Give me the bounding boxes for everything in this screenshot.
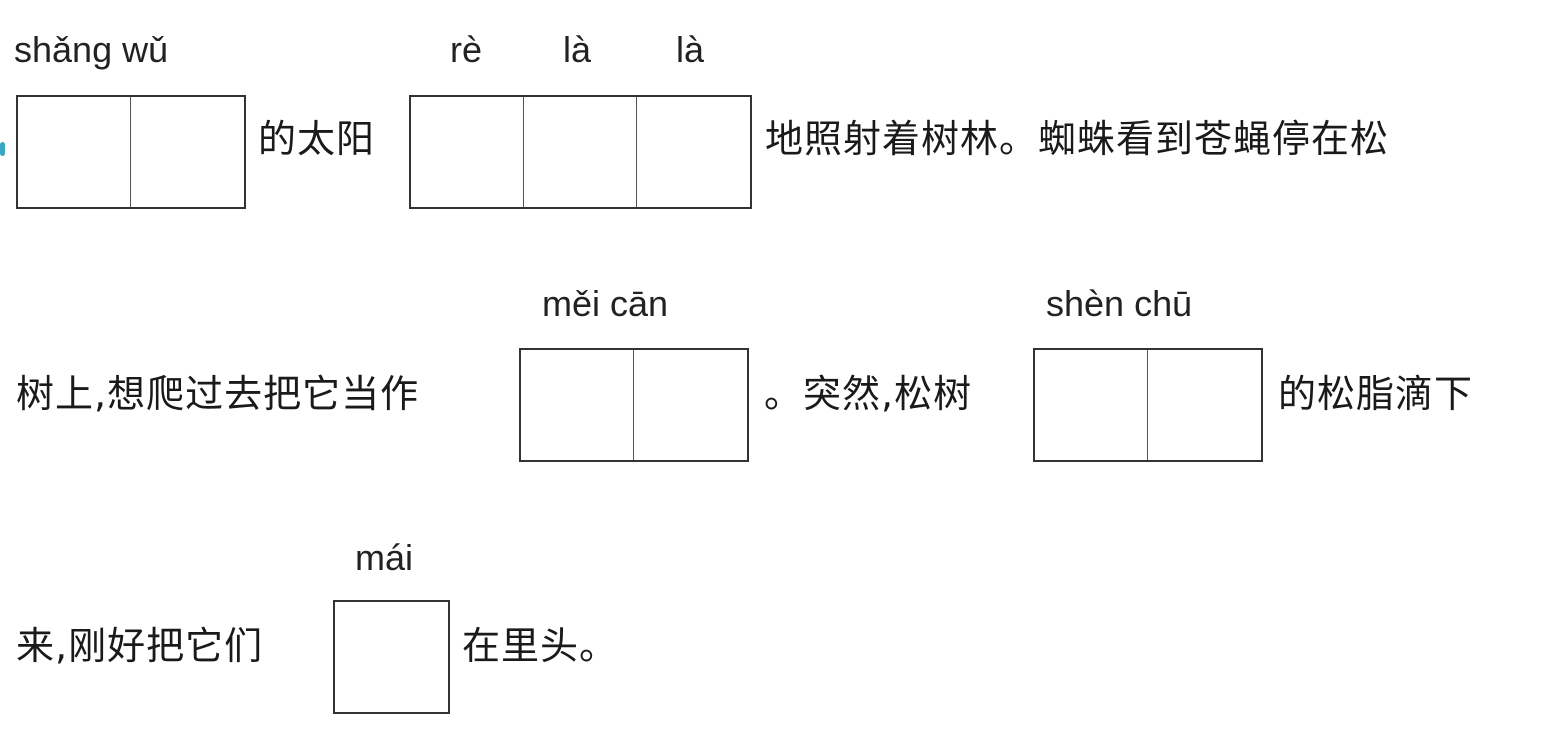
answer-cell[interactable] bbox=[524, 97, 637, 207]
pinyin-la-1: là bbox=[563, 29, 592, 70]
answer-box-meican[interactable] bbox=[519, 348, 749, 462]
answer-cell[interactable] bbox=[637, 97, 750, 207]
answer-box-mai[interactable] bbox=[333, 600, 450, 714]
answer-cell[interactable] bbox=[521, 350, 634, 460]
answer-cell[interactable] bbox=[411, 97, 524, 207]
answer-box-relala[interactable] bbox=[409, 95, 752, 209]
sentence-text: 来,刚好把它们 bbox=[16, 624, 264, 668]
sentence-text: 树上,想爬过去把它当作 bbox=[16, 372, 420, 416]
pinyin-mai: mái bbox=[355, 537, 414, 578]
pinyin-meican: měi cān bbox=[542, 283, 669, 324]
sentence-text: 地照射着树林。蜘蛛看到苍蝇停在松 bbox=[765, 117, 1390, 161]
answer-cell[interactable] bbox=[634, 350, 747, 460]
answer-box-shangwu[interactable] bbox=[16, 95, 246, 209]
sentence-text: 的松脂滴下 bbox=[1278, 372, 1474, 416]
answer-cell[interactable] bbox=[1035, 350, 1148, 460]
answer-cell[interactable] bbox=[18, 97, 131, 207]
pinyin-re: rè bbox=[450, 29, 483, 70]
sentence-text: 。突然,松树 bbox=[764, 372, 973, 416]
margin-mark bbox=[0, 142, 5, 156]
sentence-text: 在里头。 bbox=[462, 624, 619, 668]
pinyin-shenchu: shèn chū bbox=[1046, 283, 1193, 324]
answer-cell[interactable] bbox=[1148, 350, 1261, 460]
pinyin-shangwu: shǎng wǔ bbox=[14, 29, 169, 70]
answer-cell[interactable] bbox=[131, 97, 244, 207]
sentence-text: 的太阳 bbox=[258, 117, 376, 161]
answer-cell[interactable] bbox=[335, 602, 448, 712]
answer-box-shenchu[interactable] bbox=[1033, 348, 1263, 462]
pinyin-la-2: là bbox=[676, 29, 705, 70]
